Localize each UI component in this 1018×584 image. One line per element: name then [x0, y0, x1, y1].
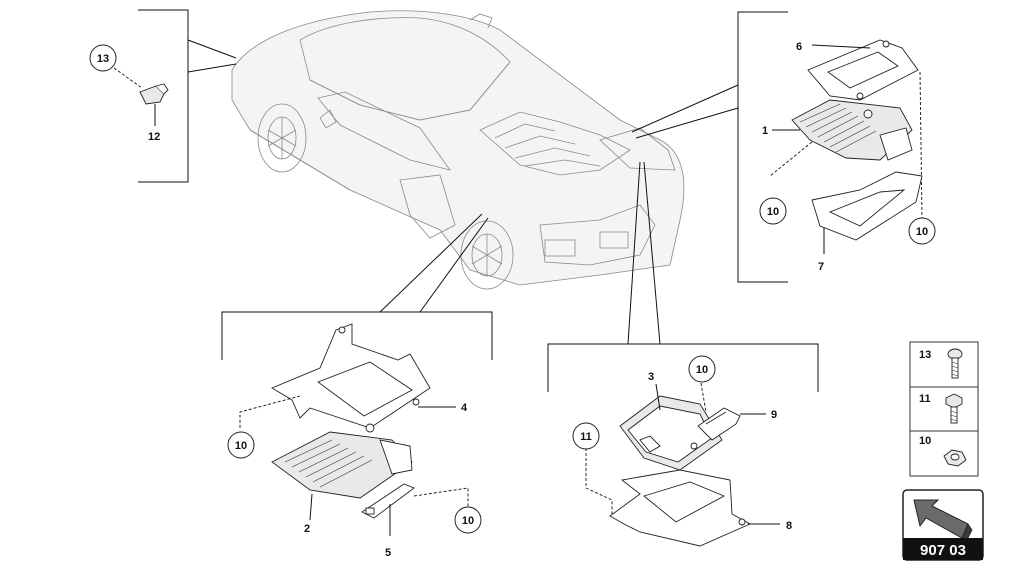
- circle-10-a-label: 10: [767, 206, 779, 218]
- bracket-part-7[interactable]: [811, 171, 923, 241]
- bracket-part-5[interactable]: [361, 483, 415, 519]
- circle-10-c: 10: [227, 431, 255, 459]
- circle-13-label: 13: [97, 53, 109, 65]
- callout-6: 6: [796, 41, 802, 53]
- circle-10-d-label: 10: [462, 515, 474, 527]
- group-ecu-1-6-7: 6 1 7 10: [631, 11, 936, 283]
- circle-11: 11: [572, 422, 600, 450]
- fastener-legend: 13 11 10: [909, 341, 979, 477]
- screw-icon: [945, 393, 963, 424]
- circle-11-label: 11: [580, 431, 592, 443]
- group-sensor-12-13: 12 13: [89, 9, 237, 183]
- callout-2: 2: [304, 523, 310, 535]
- callout-4: 4: [461, 402, 468, 414]
- sensor-part-12[interactable]: [139, 83, 169, 105]
- nut-icon: [943, 449, 967, 467]
- circle-10-d: 10: [454, 506, 482, 534]
- circle-10-b-label: 10: [916, 226, 928, 238]
- callout-9: 9: [771, 409, 777, 421]
- circle-13: 13: [89, 44, 117, 72]
- callout-8: 8: [786, 520, 792, 532]
- circle-10-b: 10: [908, 217, 936, 245]
- group-ecu-3-8-9: 3 9 8 11 10: [547, 161, 819, 547]
- cover-plate-part-6[interactable]: [807, 39, 919, 101]
- legend-bolt-label: 13: [919, 349, 931, 361]
- shield-plate-part-4[interactable]: [271, 323, 431, 429]
- ecu-part-2[interactable]: [271, 423, 413, 499]
- circle-10-c-label: 10: [235, 440, 247, 452]
- page-code-box: 907 03: [902, 489, 984, 561]
- page-code: 907 03: [920, 542, 966, 559]
- legend-screw-label: 11: [919, 393, 931, 405]
- car-illustration: [231, 10, 685, 290]
- callout-3: 3: [648, 371, 654, 383]
- clip-part-9[interactable]: [697, 407, 741, 441]
- circle-10-e: 10: [688, 355, 716, 383]
- callout-1: 1: [762, 125, 768, 137]
- legend-nut-label: 10: [919, 435, 931, 447]
- ecu-part-1[interactable]: [791, 99, 913, 161]
- arrow-icon: [913, 499, 973, 543]
- callout-12: 12: [148, 131, 160, 143]
- circle-10-e-label: 10: [696, 364, 708, 376]
- tray-plate-part-8[interactable]: [609, 469, 752, 547]
- group-ecu-2-4-5: 4 2 5 10: [221, 213, 493, 559]
- circle-10-a: 10: [759, 197, 787, 225]
- callout-5: 5: [385, 547, 391, 559]
- callout-7: 7: [818, 261, 824, 273]
- ecu-part-3[interactable]: [619, 395, 723, 471]
- bolt-icon: [947, 348, 963, 379]
